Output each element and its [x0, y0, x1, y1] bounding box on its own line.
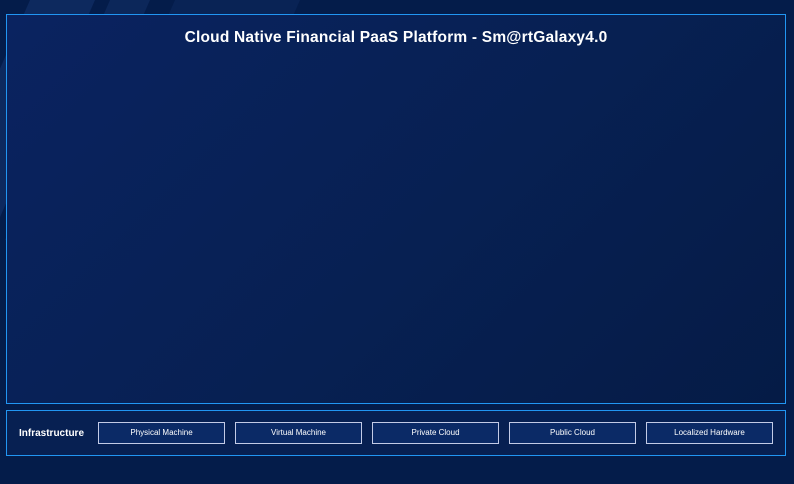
infrastructure-item[interactable]: Virtual Machine — [235, 422, 363, 444]
infrastructure-item[interactable]: Localized Hardware — [646, 422, 774, 444]
infrastructure-panel: Infrastructure Physical Machine Virtual … — [6, 410, 786, 456]
platform-board: Cloud Native Financial PaaS Platform - S… — [6, 14, 786, 404]
infrastructure-item[interactable]: Private Cloud — [372, 422, 500, 444]
infrastructure-item[interactable]: Public Cloud — [509, 422, 637, 444]
infrastructure-item[interactable]: Physical Machine — [98, 422, 226, 444]
infrastructure-label: Infrastructure — [19, 427, 85, 439]
page-title: Cloud Native Financial PaaS Platform - S… — [184, 29, 608, 46]
